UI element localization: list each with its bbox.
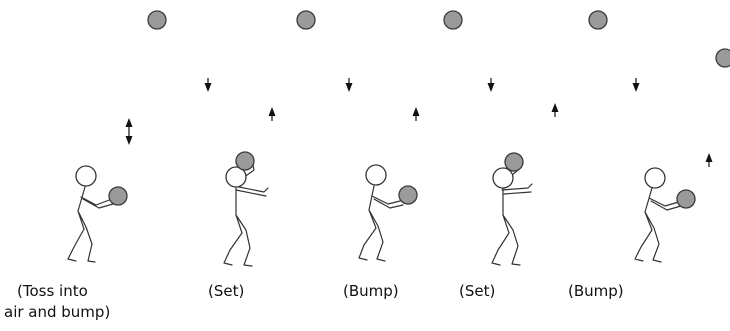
caption-line-1: (Toss into [17, 282, 88, 300]
ball-top-1 [147, 10, 167, 30]
up-arrow-3 [551, 103, 559, 117]
player-figure-4 [491, 152, 533, 266]
player-figure-3 [358, 164, 418, 262]
caption-set-2: (Set) [459, 282, 496, 300]
player-figure-5 [634, 167, 696, 263]
player-figure-2 [223, 151, 269, 267]
player-head-5 [644, 167, 666, 189]
ball-top-3 [443, 10, 463, 30]
top-balls [147, 10, 730, 68]
down-arrow-3 [487, 78, 495, 92]
player-ball-5 [676, 189, 696, 209]
caption-line-2: air and bump) [4, 303, 111, 321]
caption-set-1: (Set) [208, 282, 245, 300]
up-arrow-4 [705, 153, 713, 167]
ball-top-5 [715, 48, 730, 68]
up-arrow-2 [412, 107, 420, 121]
player-head-2 [225, 166, 247, 188]
down-arrow-2 [345, 78, 353, 92]
player-head-3 [365, 164, 387, 186]
ball-top-2 [296, 10, 316, 30]
player-head-4 [492, 167, 514, 189]
player-ball-4 [504, 152, 524, 172]
caption-bump-1: (Bump) [343, 282, 399, 300]
player-ball-3 [398, 185, 418, 205]
ball-top-4 [588, 10, 608, 30]
player-ball-1 [108, 186, 128, 206]
double-arrow [125, 118, 133, 145]
down-arrow-4 [632, 78, 640, 92]
caption-bump-2: (Bump) [568, 282, 624, 300]
caption-toss-and-bump: (Toss into air and bump) [4, 281, 110, 321]
up-arrows [268, 103, 713, 167]
up-arrow-1 [268, 107, 276, 121]
player-figure-1 [67, 165, 128, 263]
player-head-1 [75, 165, 97, 187]
down-arrow-1 [204, 78, 212, 92]
down-arrows [204, 78, 640, 92]
player-ball-2 [235, 151, 255, 171]
